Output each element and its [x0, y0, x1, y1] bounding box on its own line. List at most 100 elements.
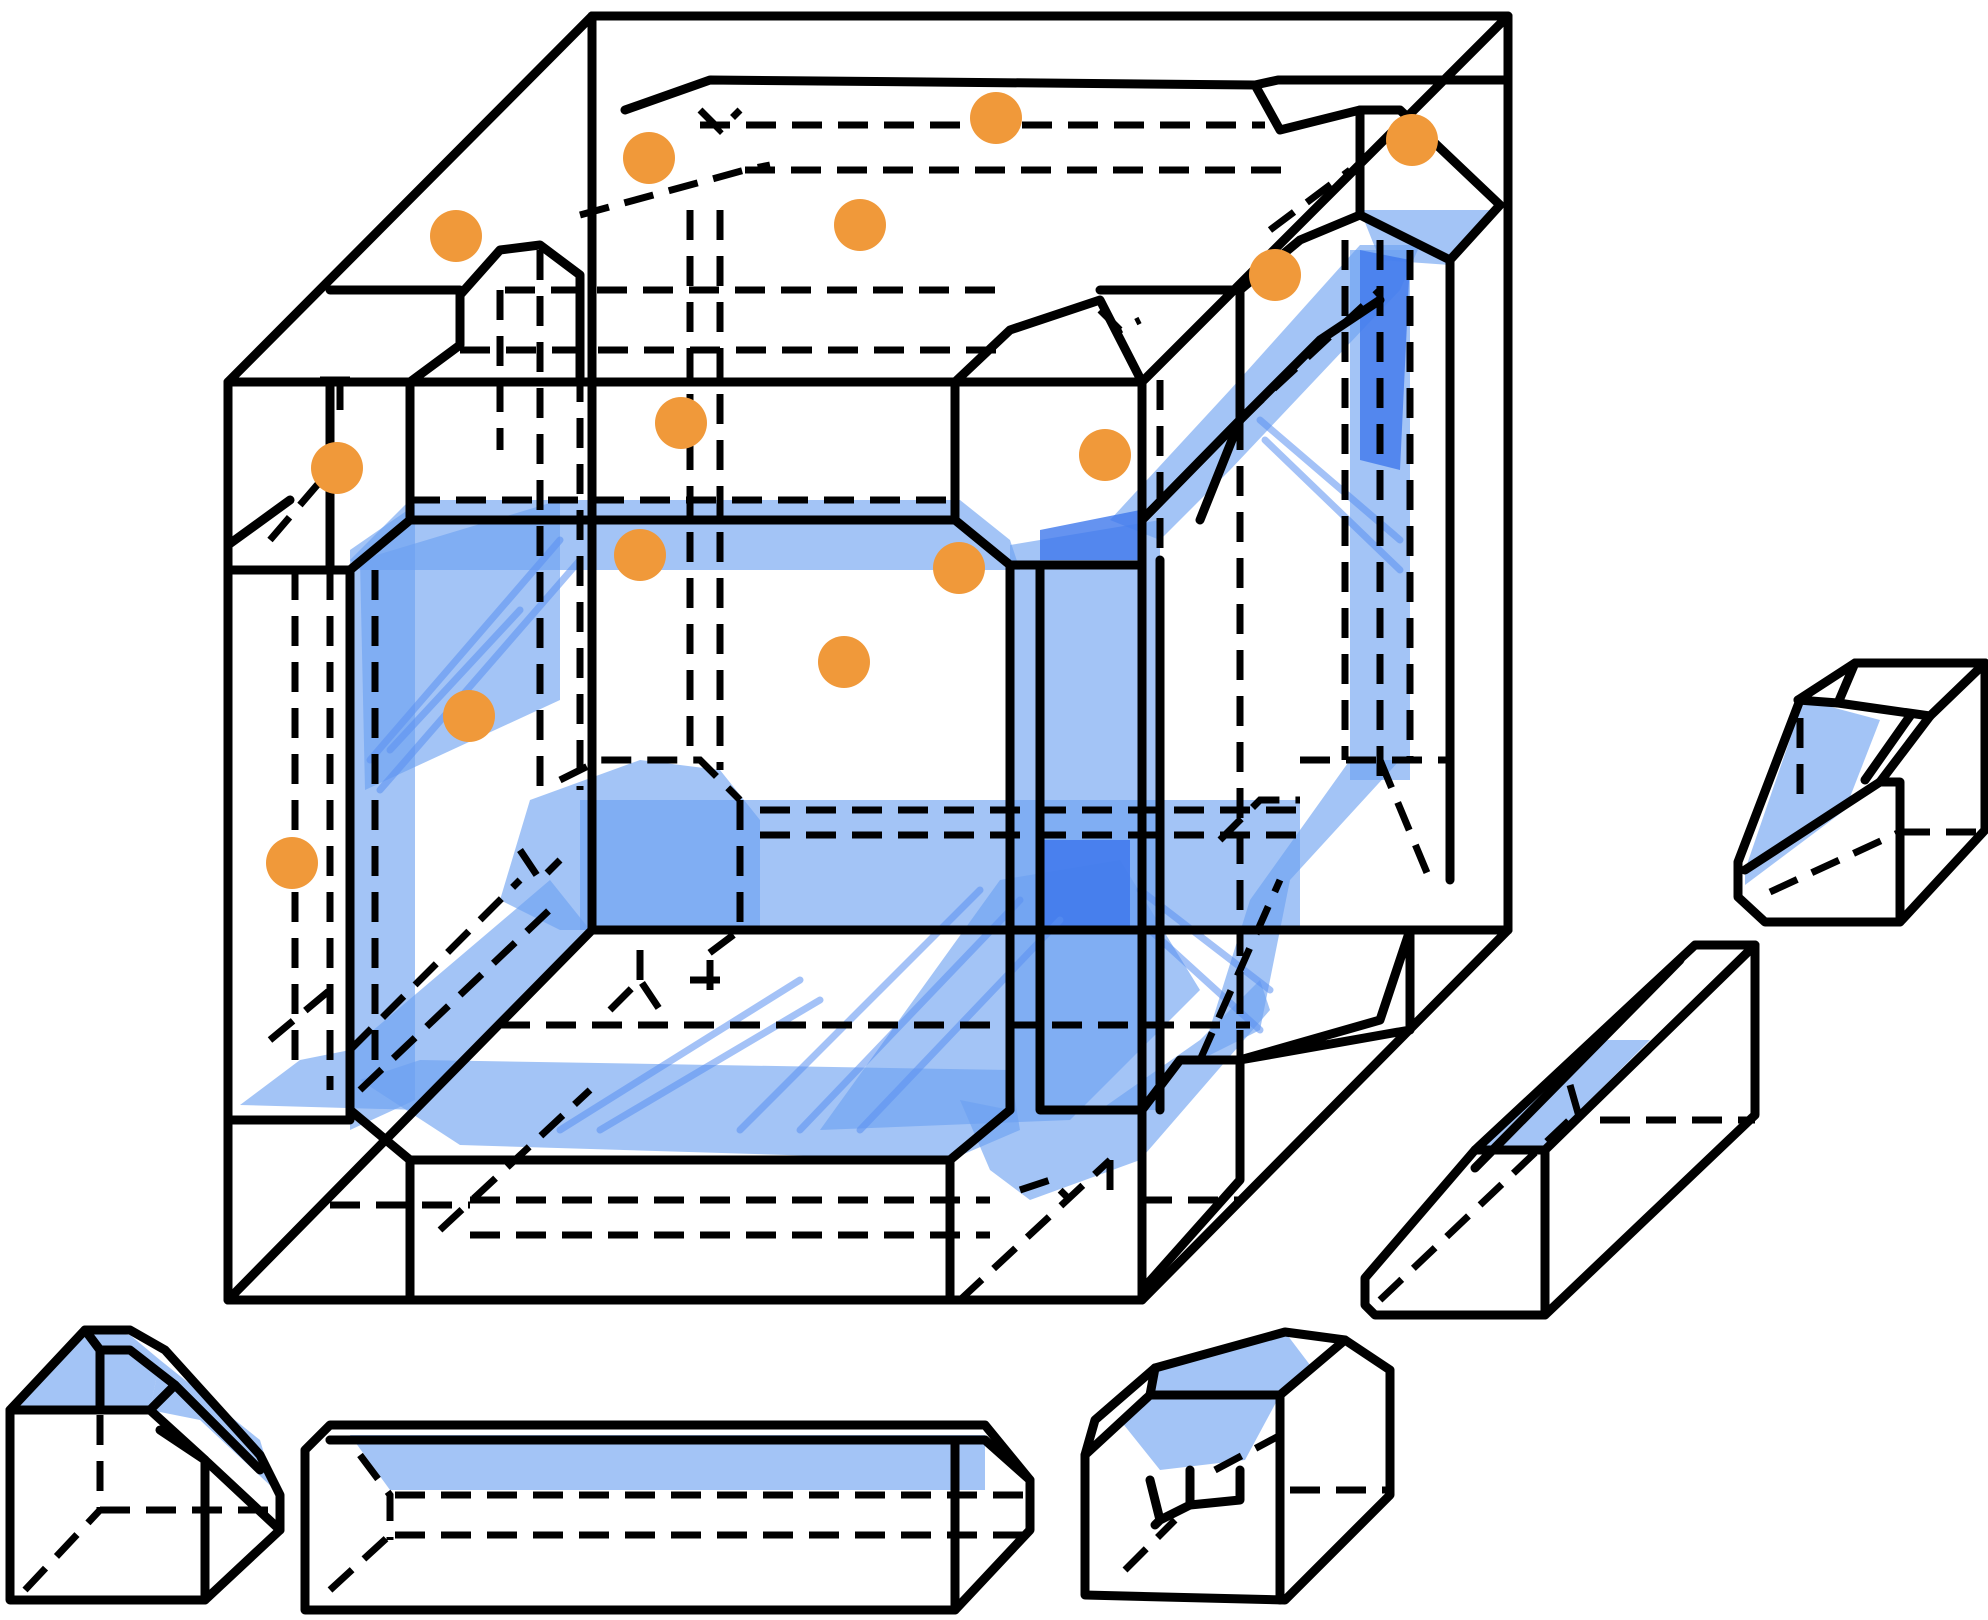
hidden-chamfer-1: [558, 756, 743, 803]
hidden-top-3: [579, 161, 771, 219]
top-back-bar-b: [1250, 75, 1513, 90]
orange-dots: [266, 92, 1438, 889]
corner-right-edges: [1833, 658, 1988, 721]
hatch-floor-1: [556, 976, 804, 1134]
orange-dot: [970, 92, 1022, 144]
edge-bar-piece-diagonal: [1360, 940, 1760, 1320]
hidden-diag-7: [1237, 287, 1383, 423]
corner-right-edge-e: [1860, 711, 1915, 785]
blue-bottom-right-depth: [960, 980, 1270, 1200]
corner-piece-right: [1733, 658, 1988, 927]
hidden-diag-6: [1376, 758, 1434, 882]
top-right-block: [950, 295, 1147, 387]
corner-right-edge-b: [1793, 695, 1843, 708]
top-right-corner-b: [1355, 105, 1505, 265]
t-top-right: [1275, 1335, 1350, 1400]
blue-t-top-fill: [1150, 1332, 1310, 1395]
horiz-bar-hidden-3: [327, 1532, 393, 1593]
hatch-left-1: [366, 536, 564, 764]
orange-dot: [614, 529, 666, 581]
outer-bottom-left-diag: [223, 925, 597, 1305]
t-junction-piece: [1080, 1327, 1395, 1605]
hatch-right-2: [1261, 436, 1404, 574]
blue-top-right-cap: [1360, 210, 1500, 265]
diag-bar-hidden-3: [1566, 1084, 1584, 1121]
orange-dot: [623, 132, 675, 184]
blue-corner-left-fill: [10, 1330, 160, 1410]
diag-bar-top-b: [1540, 940, 1760, 1155]
t-inner-y: [1145, 1465, 1245, 1530]
blue-corner-right-fill: [1745, 700, 1880, 885]
hidden-chamfer-3: [1217, 796, 1300, 843]
orange-dot: [311, 442, 363, 494]
t-outline: [1080, 1327, 1395, 1605]
horiz-bar-hidden-4: [357, 1452, 394, 1540]
hatch-floor-4: [796, 896, 1024, 1134]
front-bottom-chamfer-l: [345, 1105, 415, 1165]
corner-left-outline: [5, 1325, 285, 1605]
hidden-diag-4: [957, 1157, 1113, 1303]
front-right-post-inner: [1035, 560, 1147, 1115]
top-left-block-b: [405, 290, 465, 387]
orange-dot: [1079, 429, 1131, 481]
blue-deep-intersection: [1040, 840, 1130, 930]
corner-left-edges: [5, 1405, 210, 1605]
hidden-diag-3: [437, 1087, 593, 1233]
corner-right-outline: [1733, 658, 1988, 927]
hidden-chamfer-2: [697, 800, 744, 963]
left-upper-edge: [223, 495, 295, 550]
hatch-left-3: [386, 606, 524, 754]
horiz-bar-chamfer: [980, 1435, 1035, 1485]
hidden-diag-8: [1267, 167, 1353, 233]
top-left-block: [455, 240, 585, 387]
t-front-edge: [1080, 1390, 1285, 1605]
hidden-y-joint-5: [320, 376, 360, 420]
orange-dot: [655, 397, 707, 449]
outer-top-left-diag: [223, 11, 597, 387]
orange-dot: [933, 542, 985, 594]
t-top-edge: [1145, 1363, 1160, 1400]
hidden-diag-5: [1196, 878, 1284, 1062]
corner-right-hidden-3: [1768, 828, 1902, 896]
blue-t-front-fill: [1120, 1395, 1280, 1470]
hatch-left-2: [376, 556, 584, 794]
front-left-chamfer: [345, 515, 415, 575]
blue-bottom-left-depth: [240, 880, 590, 1110]
orange-dot: [834, 199, 886, 251]
diag-bar-inner: [1470, 955, 1685, 1173]
orange-dot: [266, 837, 318, 889]
horiz-bar-outline: [300, 1420, 1035, 1615]
t-hidden-2: [1122, 1517, 1178, 1573]
front-top-inner-bar: [405, 377, 960, 525]
edge-bar-piece-horizontal: [300, 1420, 1035, 1615]
orange-dot: [443, 690, 495, 742]
hidden-diag-10: [267, 467, 333, 543]
hidden-y-joint-6: [697, 107, 743, 135]
horiz-bar-inner-left: [325, 1435, 960, 1615]
right-lower-post: [1405, 925, 1513, 1025]
hidden-y-joint-2: [690, 960, 730, 990]
cube-frame-assembly: [223, 11, 1513, 1305]
blue-back-left-depth: [500, 760, 760, 930]
hidden-y-joint-3: [1018, 1175, 1073, 1203]
corner-left-edge-e: [155, 1425, 285, 1535]
orange-dot: [430, 210, 482, 262]
corner-left-edge-c: [80, 1325, 180, 1390]
hidden-diag-1: [347, 877, 523, 1053]
blue-deep-right-mid: [1040, 510, 1140, 560]
blue-horiz-bar-fill: [350, 1435, 985, 1490]
hidden-y-joint-8: [517, 848, 563, 886]
front-bottom-bar: [405, 1155, 955, 1305]
blue-right-lower-depth: [1200, 760, 1400, 1060]
corner-right-edge-c: [1875, 711, 1935, 927]
outer-bottom-right-diag: [1137, 925, 1513, 1305]
orange-dot: [818, 636, 870, 688]
hidden-y-joint-1: [607, 950, 663, 1013]
diag-bar-hidden-2: [1377, 1107, 1583, 1303]
hidden-y-joint-7: [1097, 307, 1142, 335]
corner-piece-left: [5, 1325, 285, 1605]
hidden-diag-9: [267, 987, 333, 1043]
orange-dot: [1249, 249, 1301, 301]
front-bottom-chamfer-r: [945, 1105, 1015, 1165]
